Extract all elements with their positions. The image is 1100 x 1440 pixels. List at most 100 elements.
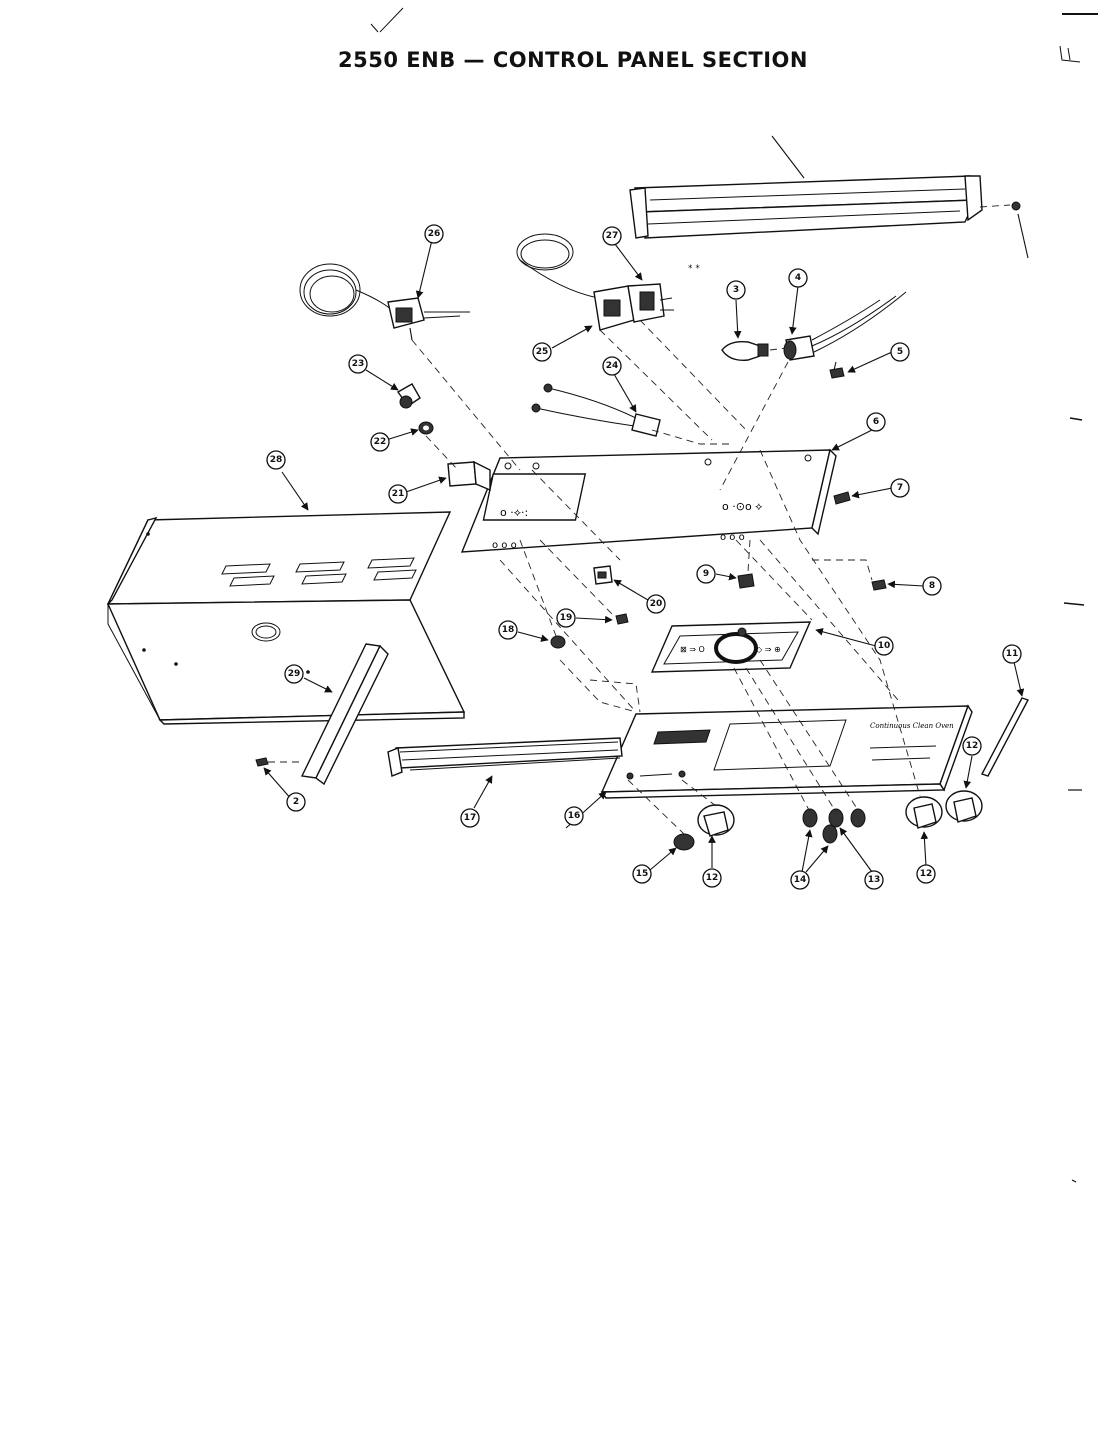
svg-text:5: 5 xyxy=(897,347,903,357)
callout-20: 20 xyxy=(646,594,666,614)
svg-text:17: 17 xyxy=(464,813,477,823)
nut-icon xyxy=(737,573,755,589)
callout-6: 6 xyxy=(866,412,886,432)
svg-text:Continuous Clean Oven: Continuous Clean Oven xyxy=(870,722,954,730)
svg-text:8: 8 xyxy=(929,581,935,591)
svg-text:26: 26 xyxy=(428,229,441,239)
callout-7: 7 xyxy=(890,478,910,498)
svg-text:28: 28 xyxy=(270,455,283,465)
callout-24: 24 xyxy=(602,356,622,376)
svg-text:11: 11 xyxy=(1006,649,1019,659)
svg-text:29: 29 xyxy=(288,669,301,679)
callout-4: 4 xyxy=(788,268,808,288)
svg-text:20: 20 xyxy=(650,599,663,609)
top-rail xyxy=(629,135,1029,259)
callout-23: 23 xyxy=(348,354,368,374)
page-title: 2550 ENB — CONTROL PANEL SECTION xyxy=(338,48,808,72)
svg-text:⊠ ⇒ O: ⊠ ⇒ O xyxy=(680,645,705,654)
margin-marks xyxy=(1059,13,1098,1183)
clip-icon xyxy=(593,565,613,585)
callout-28: 28 xyxy=(266,450,286,470)
trim-strip xyxy=(300,643,389,786)
screw-icon xyxy=(833,491,851,505)
switch-icon xyxy=(516,233,674,331)
nut-icon xyxy=(550,635,566,649)
svg-text:o ·⟡·:: o ·⟡·: xyxy=(500,506,528,519)
svg-text:3: 3 xyxy=(733,285,739,295)
callout-11: 11 xyxy=(1002,644,1022,664)
callout-15: 15 xyxy=(632,864,652,884)
callout-22: 22 xyxy=(370,432,390,452)
knob-icon xyxy=(802,808,838,844)
svg-text:◇ ⇒ ⊕: ◇ ⇒ ⊕ xyxy=(756,645,781,654)
svg-text:25: 25 xyxy=(536,347,549,357)
svg-text:o o o: o o o xyxy=(492,540,517,551)
check-mark xyxy=(370,7,404,33)
svg-text:22: 22 xyxy=(374,437,387,447)
svg-text:9: 9 xyxy=(703,569,709,579)
callout-13: 13 xyxy=(864,870,884,890)
callout-27: 27 xyxy=(602,226,622,246)
callout-3: 3 xyxy=(726,280,746,300)
callout-9: 9 xyxy=(696,564,716,584)
knob-icon xyxy=(945,790,983,823)
svg-text:24: 24 xyxy=(606,361,619,371)
callout-10: 10 xyxy=(874,636,894,656)
svg-text:15: 15 xyxy=(636,869,649,879)
nut-icon xyxy=(418,421,434,435)
svg-text:⁎ ⁎: ⁎ ⁎ xyxy=(688,261,700,271)
front-control-panel: Continuous Clean Oven xyxy=(600,704,973,799)
screw-icon xyxy=(829,361,845,379)
svg-text:12: 12 xyxy=(706,873,719,883)
screw-icon xyxy=(1011,201,1021,211)
callout-12c: 12 xyxy=(962,736,982,756)
svg-text:16: 16 xyxy=(568,811,581,821)
svg-text:18: 18 xyxy=(502,625,515,635)
svg-text:14: 14 xyxy=(794,875,807,885)
thermostat-icon xyxy=(299,263,470,341)
callout-12a: 12 xyxy=(702,868,722,888)
svg-text:7: 7 xyxy=(897,483,903,493)
screw-icon xyxy=(615,613,629,625)
side-strip xyxy=(980,697,1030,777)
svg-text:6: 6 xyxy=(873,417,879,427)
svg-text:4: 4 xyxy=(795,273,801,283)
socket-icon xyxy=(783,291,907,361)
callout-5: 5 xyxy=(890,342,910,362)
svg-text:23: 23 xyxy=(352,359,365,369)
svg-text:12: 12 xyxy=(966,741,979,751)
bracket-icon xyxy=(447,460,491,492)
svg-text:2: 2 xyxy=(293,797,299,807)
svg-text:21: 21 xyxy=(392,489,405,499)
callout-14: 14 xyxy=(790,870,810,890)
svg-text:13: 13 xyxy=(868,875,881,885)
vent-icon xyxy=(221,557,417,587)
knob-icon xyxy=(828,808,866,828)
callout-25: 25 xyxy=(532,342,552,362)
callout-8: 8 xyxy=(922,576,942,596)
alignment-lines xyxy=(411,319,921,835)
svg-text:o ·⊙o ⟡: o ·⊙o ⟡ xyxy=(722,500,762,513)
callout-26: 26 xyxy=(424,224,444,244)
knob-icon xyxy=(905,796,943,829)
callout-19: 19 xyxy=(556,608,576,628)
callout-12b: 12 xyxy=(916,864,936,884)
lower-trim-rail xyxy=(387,737,623,777)
knob-icon xyxy=(673,833,695,851)
screw-icon xyxy=(255,757,269,767)
clock-bezel: ⊠ ⇒ O ◇ ⇒ ⊕ xyxy=(650,621,812,673)
screw-icon xyxy=(871,579,887,591)
svg-text:12: 12 xyxy=(920,869,933,879)
svg-text:10: 10 xyxy=(878,641,891,651)
wire-harness-icon xyxy=(531,383,661,437)
backguard-panel xyxy=(106,511,466,725)
callout-18: 18 xyxy=(498,620,518,640)
callout-29: 29 xyxy=(284,664,304,684)
callout-2: 2 xyxy=(286,792,306,812)
callout-21: 21 xyxy=(388,484,408,504)
svg-text:o o o: o o o xyxy=(720,532,745,543)
svg-text:19: 19 xyxy=(560,613,573,623)
callout-17: 17 xyxy=(460,808,480,828)
callout-16: 16 xyxy=(564,806,584,826)
